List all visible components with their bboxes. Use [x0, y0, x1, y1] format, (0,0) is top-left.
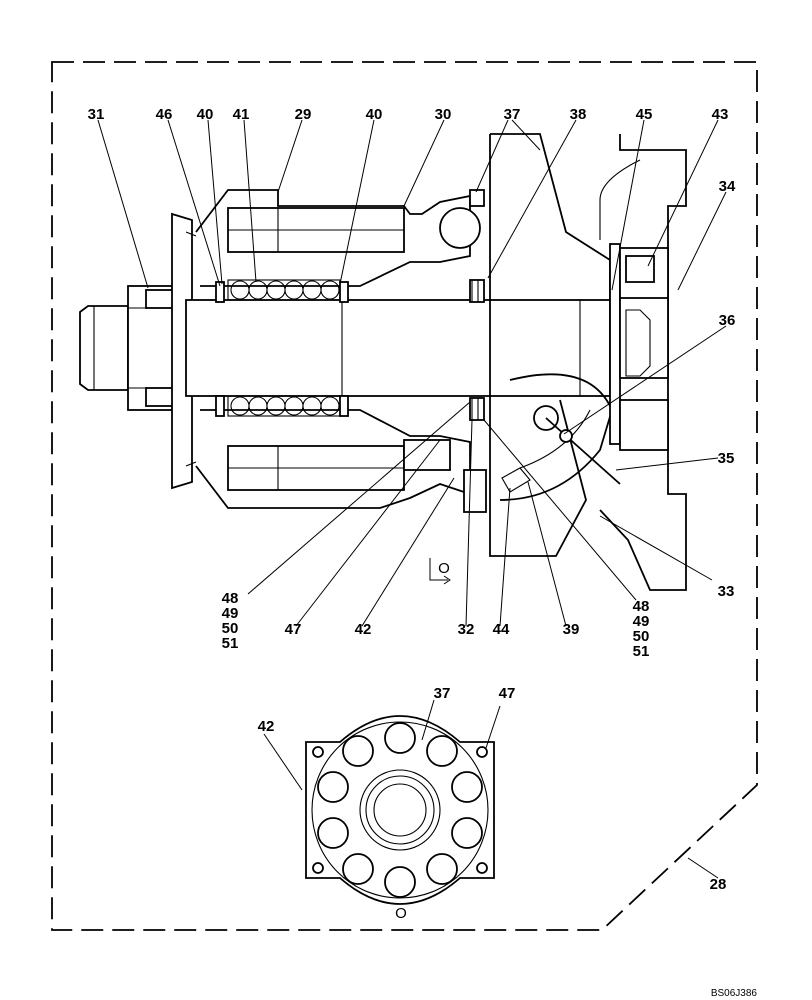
callout-34: 34 — [719, 178, 736, 195]
callout-38: 38 — [570, 106, 587, 123]
callout-29: 29 — [295, 106, 312, 123]
spring-balls-upper — [227, 279, 341, 301]
pump-section-view — [79, 133, 687, 591]
callout-stack-right-4: 51 — [633, 643, 650, 660]
callout-44: 44 — [493, 621, 510, 638]
callout-32: 32 — [458, 621, 475, 638]
piston-bores — [317, 722, 483, 898]
hold-plate — [469, 279, 485, 303]
bolt-hole — [312, 746, 324, 758]
callout-33: 33 — [718, 583, 735, 600]
view-marker-bottom: O — [395, 905, 407, 922]
main-shaft — [185, 299, 611, 397]
callout-36: 36 — [719, 312, 736, 329]
callout-stack-right-1: 48 — [633, 598, 650, 615]
front-flange — [171, 212, 193, 490]
spring-balls-lower — [227, 395, 341, 417]
callout-stack-left-2: 49 — [222, 605, 239, 622]
drawing-reference: BS06J386 — [711, 988, 758, 999]
cylinder-block-end-view — [305, 715, 495, 905]
callout-stack-right-2: 49 — [633, 613, 650, 630]
callout-31: 31 — [88, 106, 105, 123]
callout-37b: 37 — [434, 685, 451, 702]
housing-upper — [195, 189, 471, 287]
shoe-lower — [403, 439, 451, 471]
assembly-boundary — [51, 61, 758, 931]
callouts: 31 46 40 41 29 40 30 37 38 45 43 34 36 3… — [88, 106, 758, 999]
callout-37a: 37 — [504, 106, 521, 123]
leader-lines — [97, 119, 727, 879]
callout-stack-left-3: 50 — [222, 620, 239, 637]
callout-47b: 47 — [499, 685, 516, 702]
callout-47a: 47 — [285, 621, 302, 638]
callout-42b: 42 — [258, 718, 275, 735]
swash-plate — [490, 133, 611, 300]
callout-35: 35 — [718, 450, 735, 467]
callout-40b: 40 — [366, 106, 383, 123]
callout-40a: 40 — [197, 106, 214, 123]
shaft-spline-end — [79, 305, 129, 391]
callout-45: 45 — [636, 106, 653, 123]
callout-42a: 42 — [355, 621, 372, 638]
callout-43: 43 — [712, 106, 729, 123]
callout-39: 39 — [563, 621, 580, 638]
callout-stack-left-1: 48 — [222, 590, 239, 607]
callout-28: 28 — [710, 876, 727, 893]
piston-ball-upper — [439, 207, 481, 249]
callout-30: 30 — [435, 106, 452, 123]
view-marker-top: O — [438, 560, 450, 577]
rear-housing — [599, 134, 687, 591]
callout-46: 46 — [156, 106, 173, 123]
callout-stack-right-3: 50 — [633, 628, 650, 645]
callout-stack-left-4: 51 — [222, 635, 239, 652]
callout-41: 41 — [233, 106, 250, 123]
